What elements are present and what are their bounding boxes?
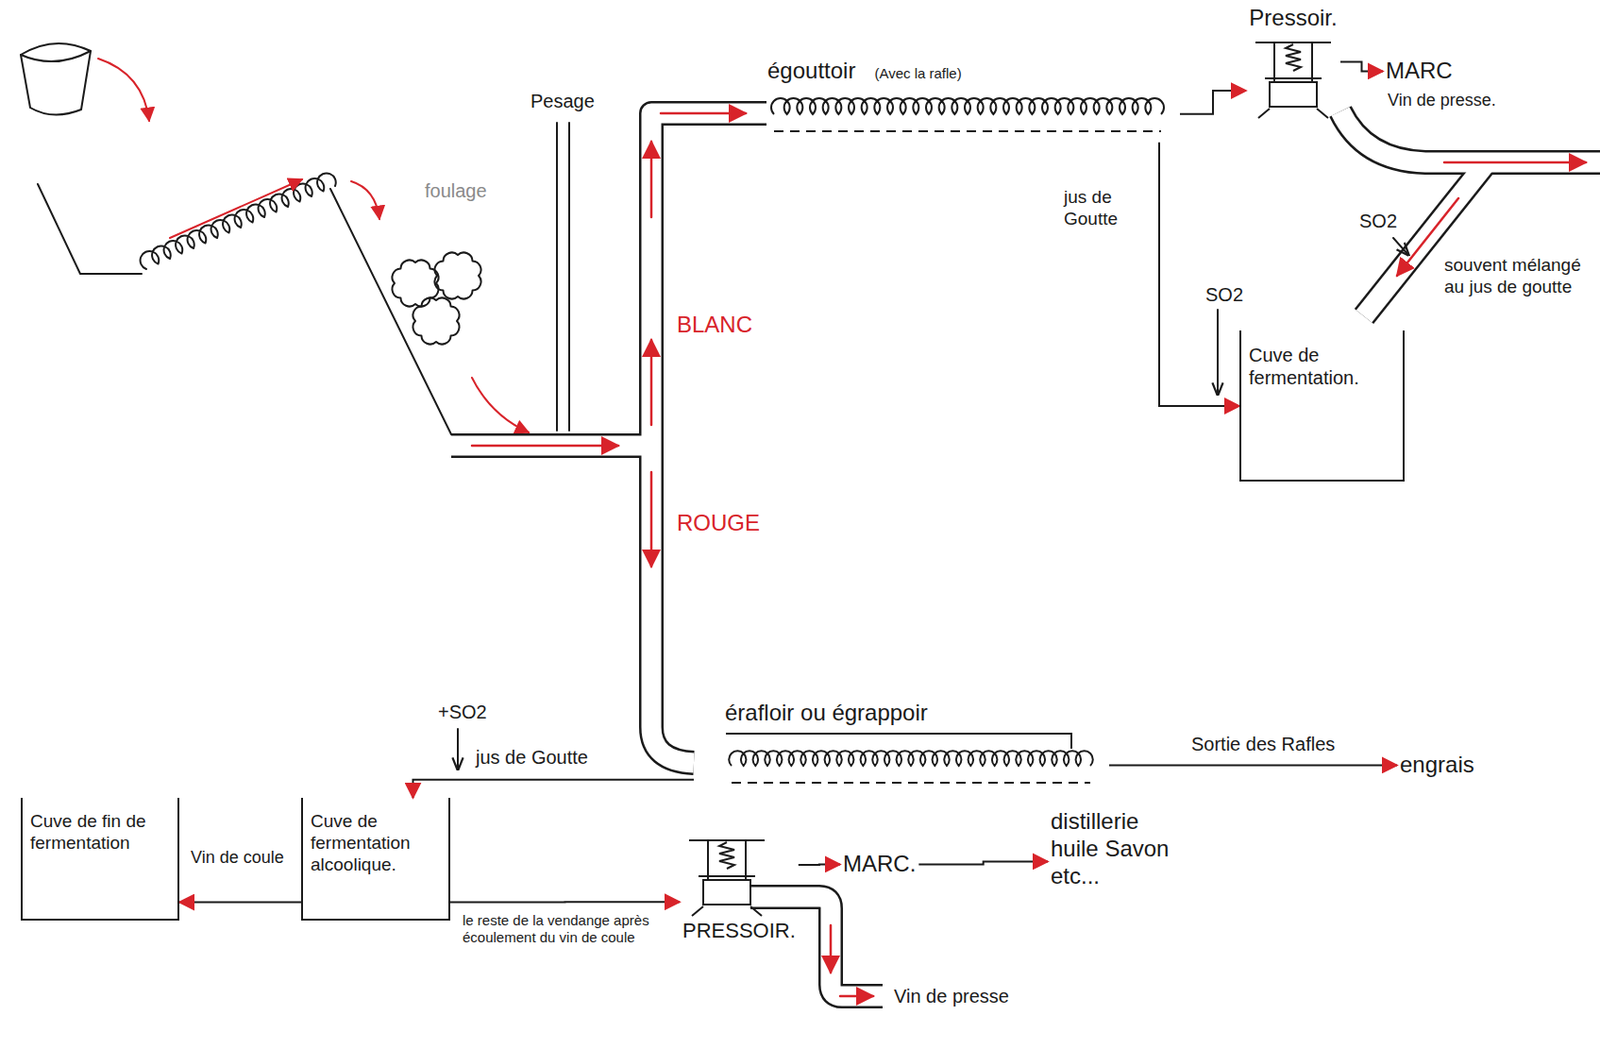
node-text: engrais	[1397, 750, 1478, 780]
node-text: Cuve de fermentation alcoolique.	[310, 810, 441, 876]
flow-arrow	[840, 994, 874, 998]
product-box: MARC.	[840, 849, 919, 879]
annotation: Pesage	[528, 89, 597, 113]
press-symbol	[689, 840, 765, 916]
crusher-roller	[412, 297, 459, 344]
tank-box: Cuve de fermentation alcoolique.	[301, 797, 451, 921]
flow-arrow	[650, 339, 654, 425]
pipe	[651, 113, 767, 763]
flow-arrow	[650, 141, 654, 218]
flow-connector	[413, 779, 695, 798]
annotation: +SO2	[436, 700, 489, 724]
connector-label: Vin de coule	[188, 847, 297, 869]
node-text: MARC	[1382, 56, 1456, 86]
pipe	[451, 436, 652, 456]
flow-connector	[450, 900, 680, 903]
flow-arrow	[351, 181, 380, 219]
machine-box: Pressoir.	[1246, 3, 1341, 120]
machine-box: égouttoir (Avec la rafle)	[764, 56, 1180, 143]
weighing-bar	[556, 122, 570, 431]
screw-conveyor	[140, 172, 337, 270]
annotation: foulage	[422, 179, 489, 203]
node-text: distillerie huile Savon etc...	[1047, 807, 1190, 891]
flow-connector	[1179, 90, 1247, 115]
flow-arrow	[829, 925, 833, 973]
node-text: (Avec la rafle)	[871, 64, 964, 84]
tank-box: Cuve de fermentation.	[1239, 330, 1405, 482]
hopper-wall	[37, 184, 142, 274]
flow-connector	[798, 862, 841, 866]
flow-arrow	[650, 471, 654, 567]
flow-connector	[1159, 142, 1240, 406]
machine-box: PRESSOIR.	[679, 830, 799, 944]
machine-box: érafloir ou égrappoir	[693, 698, 1110, 794]
product-box: distillerie huile Savon etc...	[1047, 807, 1190, 891]
conveyor-drawing	[722, 727, 1110, 794]
node-text: PRESSOIR.	[679, 917, 799, 944]
annotation: souvent mélangé au jus de goutte	[1442, 254, 1596, 299]
dosing-arrow	[1216, 309, 1219, 395]
annotation: SO2	[1203, 283, 1246, 306]
node-text: MARC.	[840, 849, 919, 879]
flow-connector	[179, 901, 302, 904]
flow-connector	[1340, 61, 1383, 71]
press-drawing	[1246, 33, 1341, 120]
annotation: Vin de presse	[892, 984, 1011, 1008]
grape-bucket	[20, 50, 91, 62]
pipe	[651, 113, 767, 763]
press-symbol	[1255, 42, 1331, 118]
crusher-roller	[434, 252, 481, 299]
pipe	[451, 433, 652, 458]
connector-label: jus de Goutte	[1061, 186, 1153, 231]
hopper-wall	[330, 188, 452, 435]
flow-arrow	[98, 58, 150, 121]
flow-arrow	[471, 377, 529, 433]
node-text: Cuve de fin de fermentation	[30, 810, 170, 855]
dosing-arrow	[456, 728, 459, 770]
connector-label: jus de Goutte	[473, 745, 590, 769]
flow-arrow	[1444, 161, 1586, 165]
flow-connector	[918, 860, 1048, 864]
tank-box: Cuve de fin de fermentation	[20, 797, 180, 921]
pipe	[750, 896, 883, 996]
flow-arrow	[660, 112, 746, 116]
flow-arrow	[471, 444, 619, 448]
screw-conveyor	[771, 98, 1164, 132]
pipe	[750, 896, 883, 996]
crusher-roller	[391, 259, 438, 306]
press-drawing	[679, 830, 775, 918]
annotation: SO2	[1357, 209, 1399, 233]
connector-label: le reste de la vendange après écoulement…	[460, 911, 654, 946]
product-box: engrais	[1397, 750, 1478, 780]
annotation: ROUGE	[674, 509, 762, 538]
node-text: érafloir ou égrappoir	[722, 698, 1110, 728]
dosing-arrow	[1393, 237, 1409, 255]
node-text: Pressoir.	[1246, 3, 1341, 34]
grape-bucket	[20, 43, 91, 116]
node-text: Cuve de fermentation.	[1248, 343, 1396, 389]
annotation: Vin de presse.	[1385, 90, 1499, 112]
pipe	[1340, 111, 1600, 163]
flow-arrow	[169, 179, 303, 238]
screw-conveyor	[725, 733, 1094, 783]
conveyor-drawing	[764, 85, 1180, 143]
node-text: égouttoir	[764, 56, 859, 86]
flow-connector	[1109, 763, 1398, 766]
pipe	[1340, 111, 1600, 163]
annotation: BLANC	[674, 311, 755, 339]
product-box: MARC	[1382, 56, 1456, 86]
connector-label: Sortie des Rafles	[1189, 732, 1337, 756]
